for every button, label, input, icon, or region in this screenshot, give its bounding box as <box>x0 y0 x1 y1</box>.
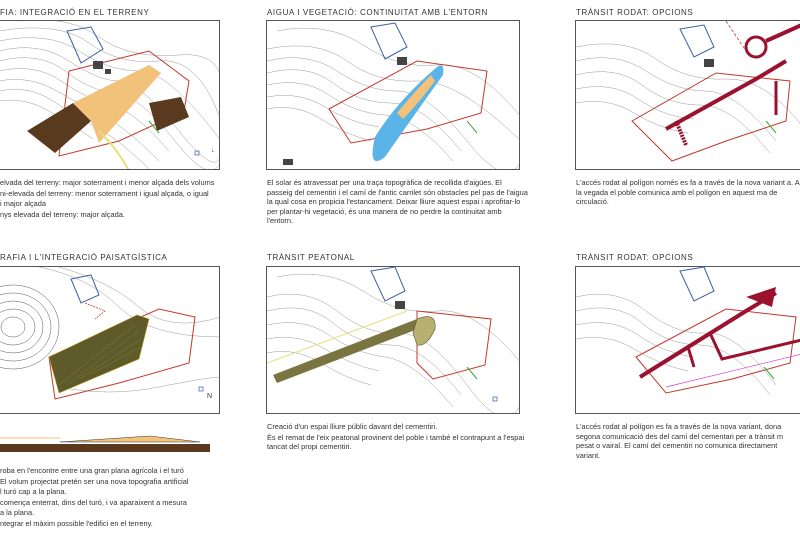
road-dashed <box>725 21 747 52</box>
cemetery-outline <box>66 26 104 64</box>
panel-title-transit-rodat-2: TRÀNSIT RODAT: OPCIONS <box>576 253 694 262</box>
panel-title-topografia-1: FIA: INTEGRACIÓ EN EL TERRENY <box>0 8 150 17</box>
north-label: N <box>207 393 213 400</box>
panel-text-transit-peatonal: Creació d'un espai lliure públic davant … <box>267 422 529 453</box>
section-volume <box>59 435 201 443</box>
section-diagram <box>0 435 210 452</box>
vegetation-strip <box>397 75 435 119</box>
red-dashed <box>84 302 106 320</box>
hill-contours <box>0 284 60 370</box>
map-transit-rodat-1 <box>575 20 800 170</box>
text-line: comença enterrat, dins del turó, i va ap… <box>0 497 187 507</box>
panel-text-transit-rodat-2: L'accés rodat al polígon es fa a través … <box>576 422 800 461</box>
plot-outline <box>635 308 797 394</box>
text-line: El solar és atravessat per una traça top… <box>267 178 528 226</box>
text-line: nys elevada del terreny: major alçada. <box>0 209 125 219</box>
main-road <box>638 291 778 379</box>
plot-outline <box>48 308 196 400</box>
panel-text-transit-rodat-1: L'accés rodat al polígon només es fa a t… <box>576 178 800 208</box>
public-space <box>412 316 436 346</box>
variant-road <box>746 287 776 307</box>
north-arrow: ↓ <box>211 147 215 154</box>
cemetery-outline <box>70 274 100 304</box>
text-line: i major alçada <box>0 199 47 209</box>
cemetery-building <box>93 61 103 69</box>
panel-text-topografia-2: roba en l'encontre entre una gran plana … <box>0 466 240 530</box>
pedestrian-axis <box>273 319 423 383</box>
green-line <box>765 120 777 134</box>
main-road <box>665 59 788 131</box>
cemetery-outline <box>679 267 715 302</box>
map-topografia-2: N <box>0 266 220 414</box>
branch-road-2 <box>686 346 696 368</box>
site-plan-5 <box>267 267 519 413</box>
green-line <box>466 366 478 380</box>
contour-lines <box>267 27 519 169</box>
text-line: Creació d'un espai lliure públic davant … <box>267 422 438 431</box>
new-topography-volume <box>48 314 150 394</box>
section-ground <box>0 444 210 452</box>
variant-road <box>765 23 800 43</box>
panel-text-topografia-1: elvada del terreny: major soterrament i … <box>0 178 235 220</box>
terrain-section <box>0 430 210 454</box>
volume-dark <box>27 103 91 153</box>
volume-hatch <box>58 324 142 386</box>
text-line: roba en l'encontre entre una gran plana … <box>0 466 184 475</box>
text-line: És el remat de l'eix peatonal provinent … <box>267 432 525 452</box>
volume-light <box>73 65 161 143</box>
panel-text-aigua: El solar és atravessat per una traça top… <box>267 178 529 227</box>
yellow-path <box>267 310 408 364</box>
roundabout <box>744 35 768 59</box>
site-plan-4 <box>0 267 219 400</box>
map-aigua <box>266 20 520 170</box>
plot-outline <box>416 310 492 380</box>
site-plan-3 <box>576 21 800 162</box>
cemetery-outline <box>370 267 406 302</box>
panel-title-aigua: AIGUA I VEGETACIÓ: CONTINUITAT AMB L'ENT… <box>267 8 488 17</box>
hatched-road <box>674 120 688 146</box>
panel-title-transit-peatonal: TRÀNSIT PEATONAL <box>267 253 355 262</box>
volume-dark-2 <box>149 97 189 131</box>
map-transit-peatonal <box>266 266 520 414</box>
plot-outline <box>631 72 791 162</box>
text-line: L'accés rodat al polígon només es fa a t… <box>576 178 800 207</box>
contour-lines <box>576 293 777 396</box>
yellow-path <box>98 130 130 169</box>
text-line: a la plana. <box>0 508 35 518</box>
cemetery-outline <box>370 22 408 60</box>
map-topografia-1: ↓ <box>0 20 220 170</box>
text-line: ni-elevada del terreny: menor soterramen… <box>0 188 209 198</box>
site-plan-1 <box>0 21 219 169</box>
contour-lines <box>576 43 800 154</box>
text-line: l turó cap a la plana. <box>0 487 67 497</box>
map-transit-rodat-2 <box>575 266 800 414</box>
text-line: elvada del terreny: major soterrament i … <box>0 178 215 187</box>
site-plan-2 <box>267 22 519 169</box>
contour-lines <box>38 267 219 393</box>
text-line: ntegrar el màxim possible l'edifici en e… <box>0 518 153 528</box>
green-line <box>763 366 775 380</box>
plot-outline <box>328 60 488 144</box>
green-line <box>466 120 478 134</box>
contour-lines <box>267 273 519 413</box>
text-line: El volum projectat pretén ser una nova t… <box>0 476 189 486</box>
pink-outline <box>665 354 800 388</box>
cemetery-outline <box>679 24 715 58</box>
panel-title-topografia-2: RAFIA I L'INTEGRACIÓ PAISATGÍSTICA <box>0 253 168 262</box>
panel-title-transit-rodat-1: TRÀNSIT RODAT: OPCIONS <box>576 8 694 17</box>
branch-road-1 <box>708 332 800 361</box>
green-line <box>148 120 160 134</box>
site-plan-6 <box>576 267 800 396</box>
text-line: L'accés rodat al polígon es fa a través … <box>576 422 784 460</box>
